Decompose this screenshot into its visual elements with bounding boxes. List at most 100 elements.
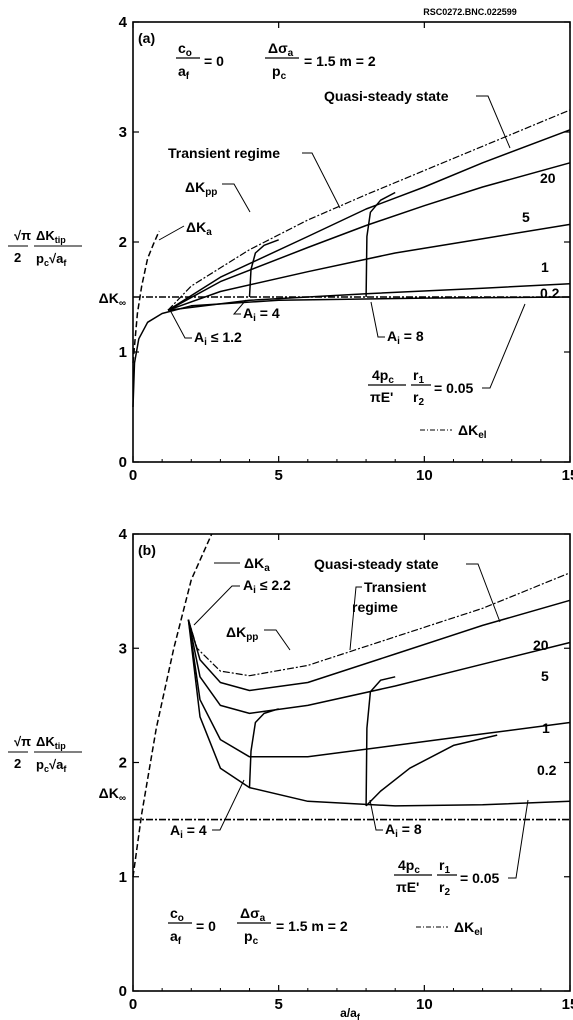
label-transient-b: Transient bbox=[364, 579, 427, 595]
ratio-r1-a: r1 bbox=[413, 367, 424, 386]
label-dka-b: ΔKa bbox=[244, 555, 270, 574]
param-pc-b: pc bbox=[244, 928, 259, 947]
series-line bbox=[187, 572, 571, 677]
series-line bbox=[167, 162, 571, 311]
leader-quasi-b bbox=[466, 563, 501, 623]
figure-id: RSC0272.BNC.022599 bbox=[423, 7, 517, 17]
x-tick-label: 10 bbox=[416, 996, 433, 1013]
label-transient-a: Transient regime bbox=[168, 145, 280, 161]
param-dsig-b: Δσa bbox=[240, 905, 266, 924]
panel-label-a: (a) bbox=[138, 30, 155, 46]
label-quasi-steady-b: Quasi-steady state bbox=[314, 556, 439, 572]
ratio-r2-b: r2 bbox=[439, 879, 450, 898]
ylabel-dktip-b: ΔKtip bbox=[36, 734, 66, 751]
ratio-eq-b: = 0.05 bbox=[460, 870, 500, 886]
series-label: 20 bbox=[540, 170, 556, 186]
x-tick-label: 0 bbox=[129, 996, 137, 1013]
leader-ai22-b bbox=[193, 585, 240, 626]
y-tick-label: 1 bbox=[119, 869, 127, 886]
leader-quasi-a bbox=[476, 95, 511, 149]
series-line bbox=[365, 676, 396, 806]
x-tick-label: 5 bbox=[274, 996, 282, 1013]
label-quasi-steady-a: Quasi-steady state bbox=[324, 88, 449, 104]
x-tick-label: 10 bbox=[416, 467, 433, 484]
series-label: 0.2 bbox=[537, 762, 557, 778]
label-ai8-b: Ai = 8 bbox=[385, 821, 422, 840]
y-tick-label: 0 bbox=[119, 454, 127, 471]
param-co-b: co bbox=[170, 905, 184, 924]
leader-ai4-a bbox=[232, 299, 247, 315]
y-tick-label: 3 bbox=[119, 124, 127, 141]
ratio-4pc-b: 4pc bbox=[398, 857, 420, 876]
label-dkpp-a: ΔKpp bbox=[185, 179, 217, 198]
legend-dkel-a: ΔKel bbox=[458, 422, 487, 441]
ylabel-two-a: 2 bbox=[14, 250, 21, 265]
ratio-4pc-a: 4pc bbox=[372, 367, 394, 386]
leader-transient-a bbox=[302, 152, 341, 209]
x-axis-label: a/af bbox=[340, 1006, 361, 1020]
leader-ai4-b bbox=[212, 779, 245, 831]
param-pc-a: pc bbox=[272, 63, 287, 82]
leader-dka-a bbox=[158, 225, 185, 241]
y-tick-label: 3 bbox=[119, 640, 127, 657]
series-label: 0.2 bbox=[540, 285, 560, 301]
series-line bbox=[167, 129, 571, 311]
y-tick-label: 2 bbox=[119, 234, 127, 251]
leader-ai8-b bbox=[369, 799, 383, 831]
leader-transient-b bbox=[349, 586, 362, 651]
ylabel-pcaf-b: pc√af bbox=[36, 757, 67, 774]
y-tick-label: 2 bbox=[119, 755, 127, 772]
ylabel-two-b: 2 bbox=[14, 756, 21, 771]
leader-ratio-b bbox=[508, 799, 529, 879]
leader-ai8-a bbox=[370, 301, 385, 338]
legend-dkel-b: ΔKel bbox=[454, 919, 483, 938]
series-line bbox=[132, 533, 213, 877]
param-co-eq-b: = 0 bbox=[196, 918, 216, 934]
param-co-eq-a: = 0 bbox=[204, 53, 224, 69]
label-ai8-a: Ai = 8 bbox=[387, 328, 424, 347]
label-dka-a: ΔKa bbox=[186, 219, 212, 238]
series-line bbox=[187, 619, 571, 807]
param-af-a: af bbox=[178, 63, 190, 82]
label-ai12-a: Ai ≤ 1.2 bbox=[194, 329, 242, 348]
ratio-eq-a: = 0.05 bbox=[434, 380, 474, 396]
y-tick-label: 1 bbox=[119, 344, 127, 361]
ratio-r2-a: r2 bbox=[413, 389, 424, 408]
series-label: 5 bbox=[541, 668, 549, 684]
label-dkpp-b: ΔKpp bbox=[226, 624, 258, 643]
y-tick-label: 0 bbox=[119, 983, 127, 1000]
label-regime-b: regime bbox=[352, 599, 398, 615]
ratio-pie-b: πE' bbox=[396, 879, 419, 895]
param-dsig-a: Δσa bbox=[268, 40, 294, 59]
series-line bbox=[187, 619, 571, 758]
leader-dkpp-a bbox=[222, 183, 251, 213]
series-label: 1 bbox=[542, 720, 550, 736]
series-line bbox=[167, 109, 571, 311]
x-tick-label: 0 bbox=[129, 467, 137, 484]
label-ai4-a: Ai = 4 bbox=[243, 305, 280, 324]
ylabel-sqrtpi-a: √π bbox=[14, 228, 31, 243]
label-ai22-b: Ai ≤ 2.2 bbox=[243, 577, 291, 596]
leader-ratio-a bbox=[482, 303, 526, 389]
series-label: 5 bbox=[522, 209, 530, 225]
panel-label-b: (b) bbox=[138, 542, 156, 558]
ticks-b: 05101501234 bbox=[119, 526, 573, 1013]
param-co-a: co bbox=[178, 40, 192, 59]
ylabel-dktip-a: ΔKtip bbox=[36, 228, 66, 245]
series-line bbox=[365, 734, 498, 807]
param-af-b: af bbox=[170, 928, 182, 947]
y-tick-label: 4 bbox=[119, 526, 128, 543]
ticks-a: 05101501234 bbox=[119, 14, 573, 484]
x-tick-label: 5 bbox=[274, 467, 282, 484]
leader-ai12-a bbox=[169, 309, 192, 339]
label-dkinf-b: ΔK∞ bbox=[99, 785, 126, 804]
series-line bbox=[365, 191, 396, 298]
label-ai4-b: Ai = 4 bbox=[170, 822, 207, 841]
ylabel-sqrtpi-b: √π bbox=[14, 734, 31, 749]
series-line bbox=[187, 599, 571, 692]
series-line bbox=[167, 223, 571, 311]
y-tick-label: 4 bbox=[119, 14, 128, 31]
